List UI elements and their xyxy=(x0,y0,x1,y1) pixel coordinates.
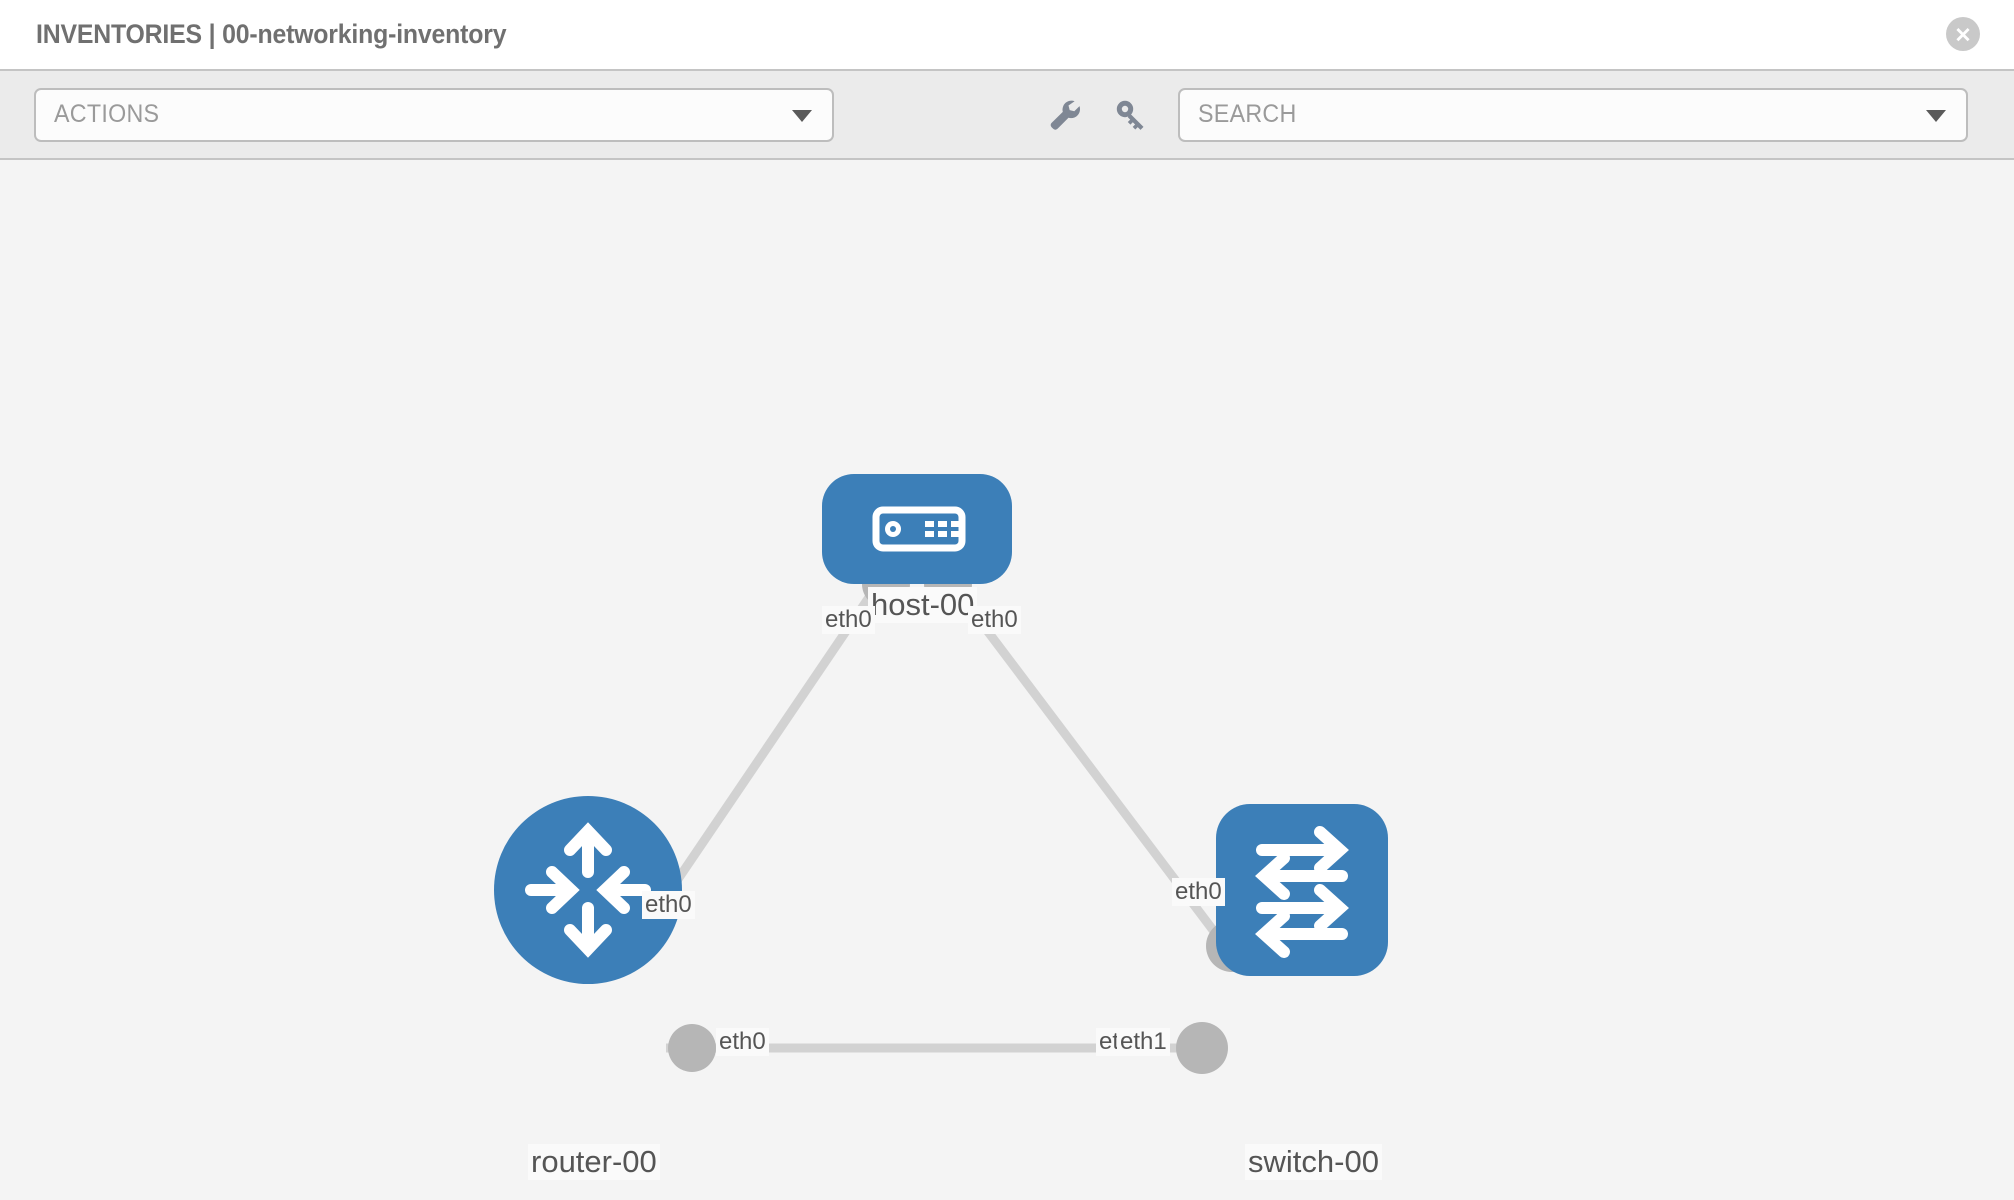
edge-label-switch00-eth1: eth1 xyxy=(1117,1028,1170,1056)
toolbar: ACTIONS SEARCH xyxy=(0,69,2014,160)
edge-label-host00-eth0-left: eth0 xyxy=(822,606,875,634)
actions-dropdown-label: ACTIONS xyxy=(54,100,160,128)
node-router-00 xyxy=(494,796,682,984)
server-icon xyxy=(872,506,966,552)
node-label-host-00: host-00 xyxy=(868,587,978,623)
topology-graph xyxy=(494,474,1388,1074)
close-icon[interactable] xyxy=(1946,17,1980,51)
chevron-down-icon xyxy=(1926,109,1946,122)
topology-ports xyxy=(668,560,1258,1074)
chevron-down-icon xyxy=(792,109,812,122)
switch-icon xyxy=(1255,826,1349,958)
key-icon[interactable] xyxy=(1108,92,1154,138)
edge-label-router00-eth0: eth0 xyxy=(716,1028,769,1056)
edge-label-host00-eth0-right: eth0 xyxy=(968,606,1021,634)
topology-edges xyxy=(626,581,1232,1053)
node-switch-00 xyxy=(1216,804,1388,976)
actions-dropdown[interactable]: ACTIONS xyxy=(34,87,834,142)
port-switch00-left xyxy=(1176,1022,1228,1074)
router-icon xyxy=(525,822,651,958)
search-placeholder: SEARCH xyxy=(1198,100,1297,128)
node-host-00 xyxy=(822,474,1012,584)
search-input[interactable]: SEARCH xyxy=(1178,87,1968,142)
port-router00-right xyxy=(668,1024,716,1072)
page-title: INVENTORIES | 00-networking-inventory xyxy=(36,19,507,49)
node-label-switch-00: switch-00 xyxy=(1245,1144,1382,1180)
edge-label-switch00-eth0-uplink: eth0 xyxy=(1172,878,1225,906)
topology-canvas[interactable]: host-00 router-00 switch-00 eth0 eth0 et… xyxy=(0,160,2014,1200)
wrench-icon[interactable] xyxy=(1042,92,1088,138)
page-header: INVENTORIES | 00-networking-inventory xyxy=(0,0,2014,69)
node-label-router-00: router-00 xyxy=(528,1144,660,1180)
edge-label-router00-eth0-uplink: eth0 xyxy=(642,891,695,919)
